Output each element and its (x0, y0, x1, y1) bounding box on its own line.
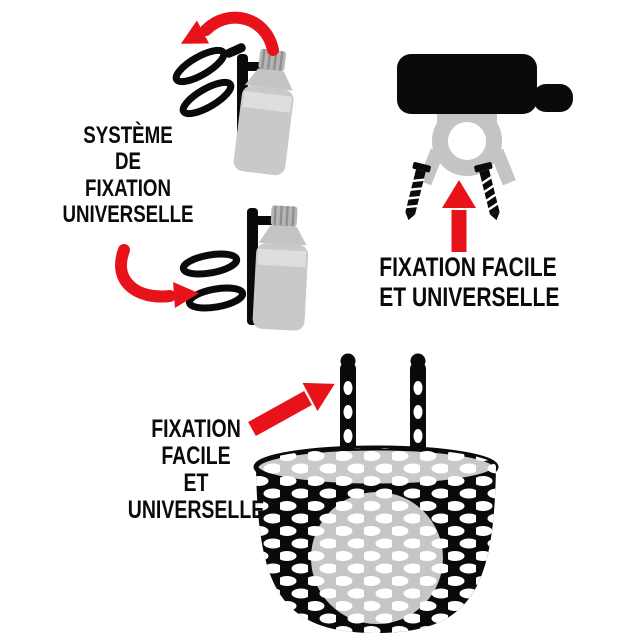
curved-arrow-icon (200, 11, 279, 56)
clamp-ring-icon (432, 106, 502, 176)
screw-icon (398, 160, 433, 224)
label-line: DE (114, 148, 142, 176)
label-line: SYSTÈME (83, 122, 173, 149)
label-systeme-fixation: SYSTÈME DE FIXATION UNIVERSELLE (50, 122, 206, 229)
label-line: UNIVERSELLE (127, 496, 265, 524)
label-fixation-bell: FIXATION FACILE ET UNIVERSELLE (379, 252, 560, 312)
label-line: ET (183, 469, 209, 497)
label-line: FIXATION (151, 415, 241, 443)
basket-illustration (248, 353, 499, 633)
label-line: UNIVERSELLE (62, 201, 194, 229)
bell-illustration (397, 54, 573, 252)
arrowhead-icon (302, 382, 335, 412)
strap-ring-icon (182, 250, 238, 277)
curved-arrow-icon (115, 244, 176, 303)
bottle-cage-bottom-illustration (115, 203, 312, 333)
bell-body-icon (397, 54, 537, 114)
label-line: FIXATION FACILE (379, 252, 557, 282)
diagonal-arrow-icon (248, 391, 312, 436)
strap-ring-icon (188, 284, 244, 311)
bell-lever-icon (533, 84, 573, 112)
arrowhead-icon (180, 20, 210, 44)
label-fixation-basket: FIXATION FACILE ET UNIVERSELLE (126, 416, 266, 524)
label-line: FACILE (161, 442, 231, 470)
bottle-cage-top-illustration (172, 11, 301, 178)
basket-weave-pattern (256, 448, 496, 633)
arrowhead-icon (442, 180, 476, 208)
arrowhead-icon (173, 282, 199, 308)
label-line: FIXATION (85, 174, 171, 202)
label-line: ET UNIVERSELLE (379, 281, 560, 312)
